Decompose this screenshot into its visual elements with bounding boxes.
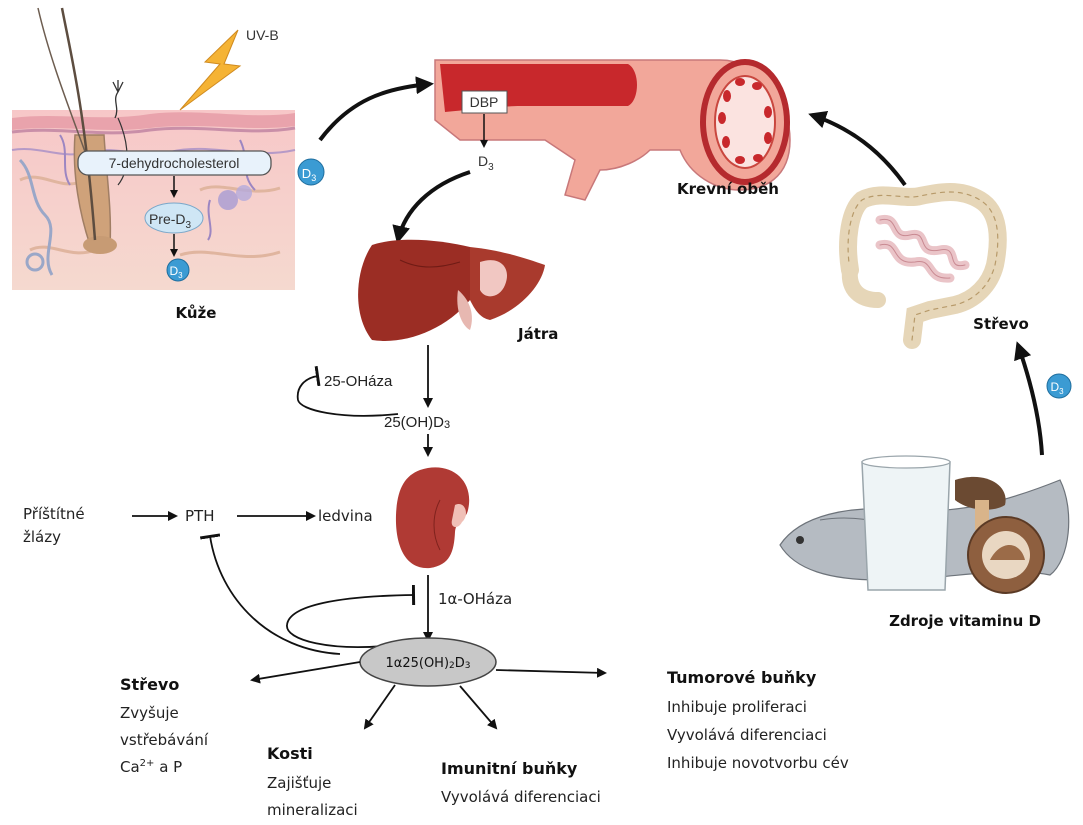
d3-badge-skin: D3 xyxy=(167,259,189,281)
milk-glass-icon xyxy=(862,456,950,590)
dehydrocholesterol-label: 7-dehydrocholesterol xyxy=(109,155,240,171)
effect-arrow-tumor xyxy=(496,670,605,673)
skin-to-blood-arrow xyxy=(320,84,430,140)
blood-vessel-illustration xyxy=(435,60,790,200)
feedback-1alpha xyxy=(287,595,414,647)
liver-title: Játra xyxy=(517,325,558,343)
effect-gut-line1: Zvyšuje xyxy=(120,704,179,722)
intestine-to-blood-arrow xyxy=(812,115,905,185)
effect-tumor-line1: Inhibuje proliferaci xyxy=(667,698,807,716)
effect-gut-line2: vstřebávání xyxy=(120,731,209,749)
d3-badge-transfer: D3 xyxy=(298,159,324,185)
product-25-oh-d3: 25(OH)D3 xyxy=(384,414,450,431)
parathyroid-line1: Příštítné xyxy=(23,505,85,523)
skin-illustration xyxy=(12,8,295,290)
dbp-label: DBP xyxy=(470,94,499,110)
kidney-illustration xyxy=(396,467,469,568)
liver-illustration xyxy=(358,240,545,341)
parathyroid-line2: žlázy xyxy=(23,528,61,546)
effect-tumor-title: Tumorové buňky xyxy=(667,668,817,687)
pth-label: PTH xyxy=(185,507,215,525)
calcitriol-label: 1α25(OH)2D3 xyxy=(385,656,470,671)
food-sources-title: Zdroje vitaminu D xyxy=(889,612,1041,630)
effect-bone-line1: Zajišťuje xyxy=(267,774,331,792)
food-to-intestine-arrow xyxy=(1018,345,1042,455)
d3-badge-food: D3 xyxy=(1047,374,1071,398)
effect-bone-line2: mineralizaci xyxy=(267,801,358,819)
effect-gut-line3: Ca2+ a P xyxy=(120,758,182,776)
intestine-title: Střevo xyxy=(973,315,1029,333)
lightning-icon xyxy=(180,30,240,110)
feedback-pth xyxy=(210,536,340,654)
effect-immune-title: Imunitní buňky xyxy=(441,759,578,778)
effect-bone-title: Kosti xyxy=(267,744,313,763)
effect-arrow-gut xyxy=(252,662,360,680)
effect-arrow-immune xyxy=(460,686,496,728)
effect-immune-line1: Vyvolává diferenciaci xyxy=(441,788,601,806)
free-d3-label: D3 xyxy=(478,153,494,173)
kidney-label: ledvina xyxy=(318,507,373,525)
effect-tumor-line3: Inhibuje novotvorbu cév xyxy=(667,754,849,772)
blood-to-liver-arrow xyxy=(398,172,470,240)
effect-arrow-bone xyxy=(365,685,395,728)
effect-gut-title: Střevo xyxy=(120,675,179,694)
skin-title: Kůže xyxy=(176,304,217,322)
enzyme-25-ohaza: 25-OHáza xyxy=(324,373,393,390)
uvb-label: UV-B xyxy=(246,27,279,43)
blood-title: Krevní oběh xyxy=(677,180,779,198)
enzyme-1alpha-ohaza: 1α-OHáza xyxy=(438,590,512,608)
effect-tumor-line2: Vyvolává diferenciaci xyxy=(667,726,827,744)
